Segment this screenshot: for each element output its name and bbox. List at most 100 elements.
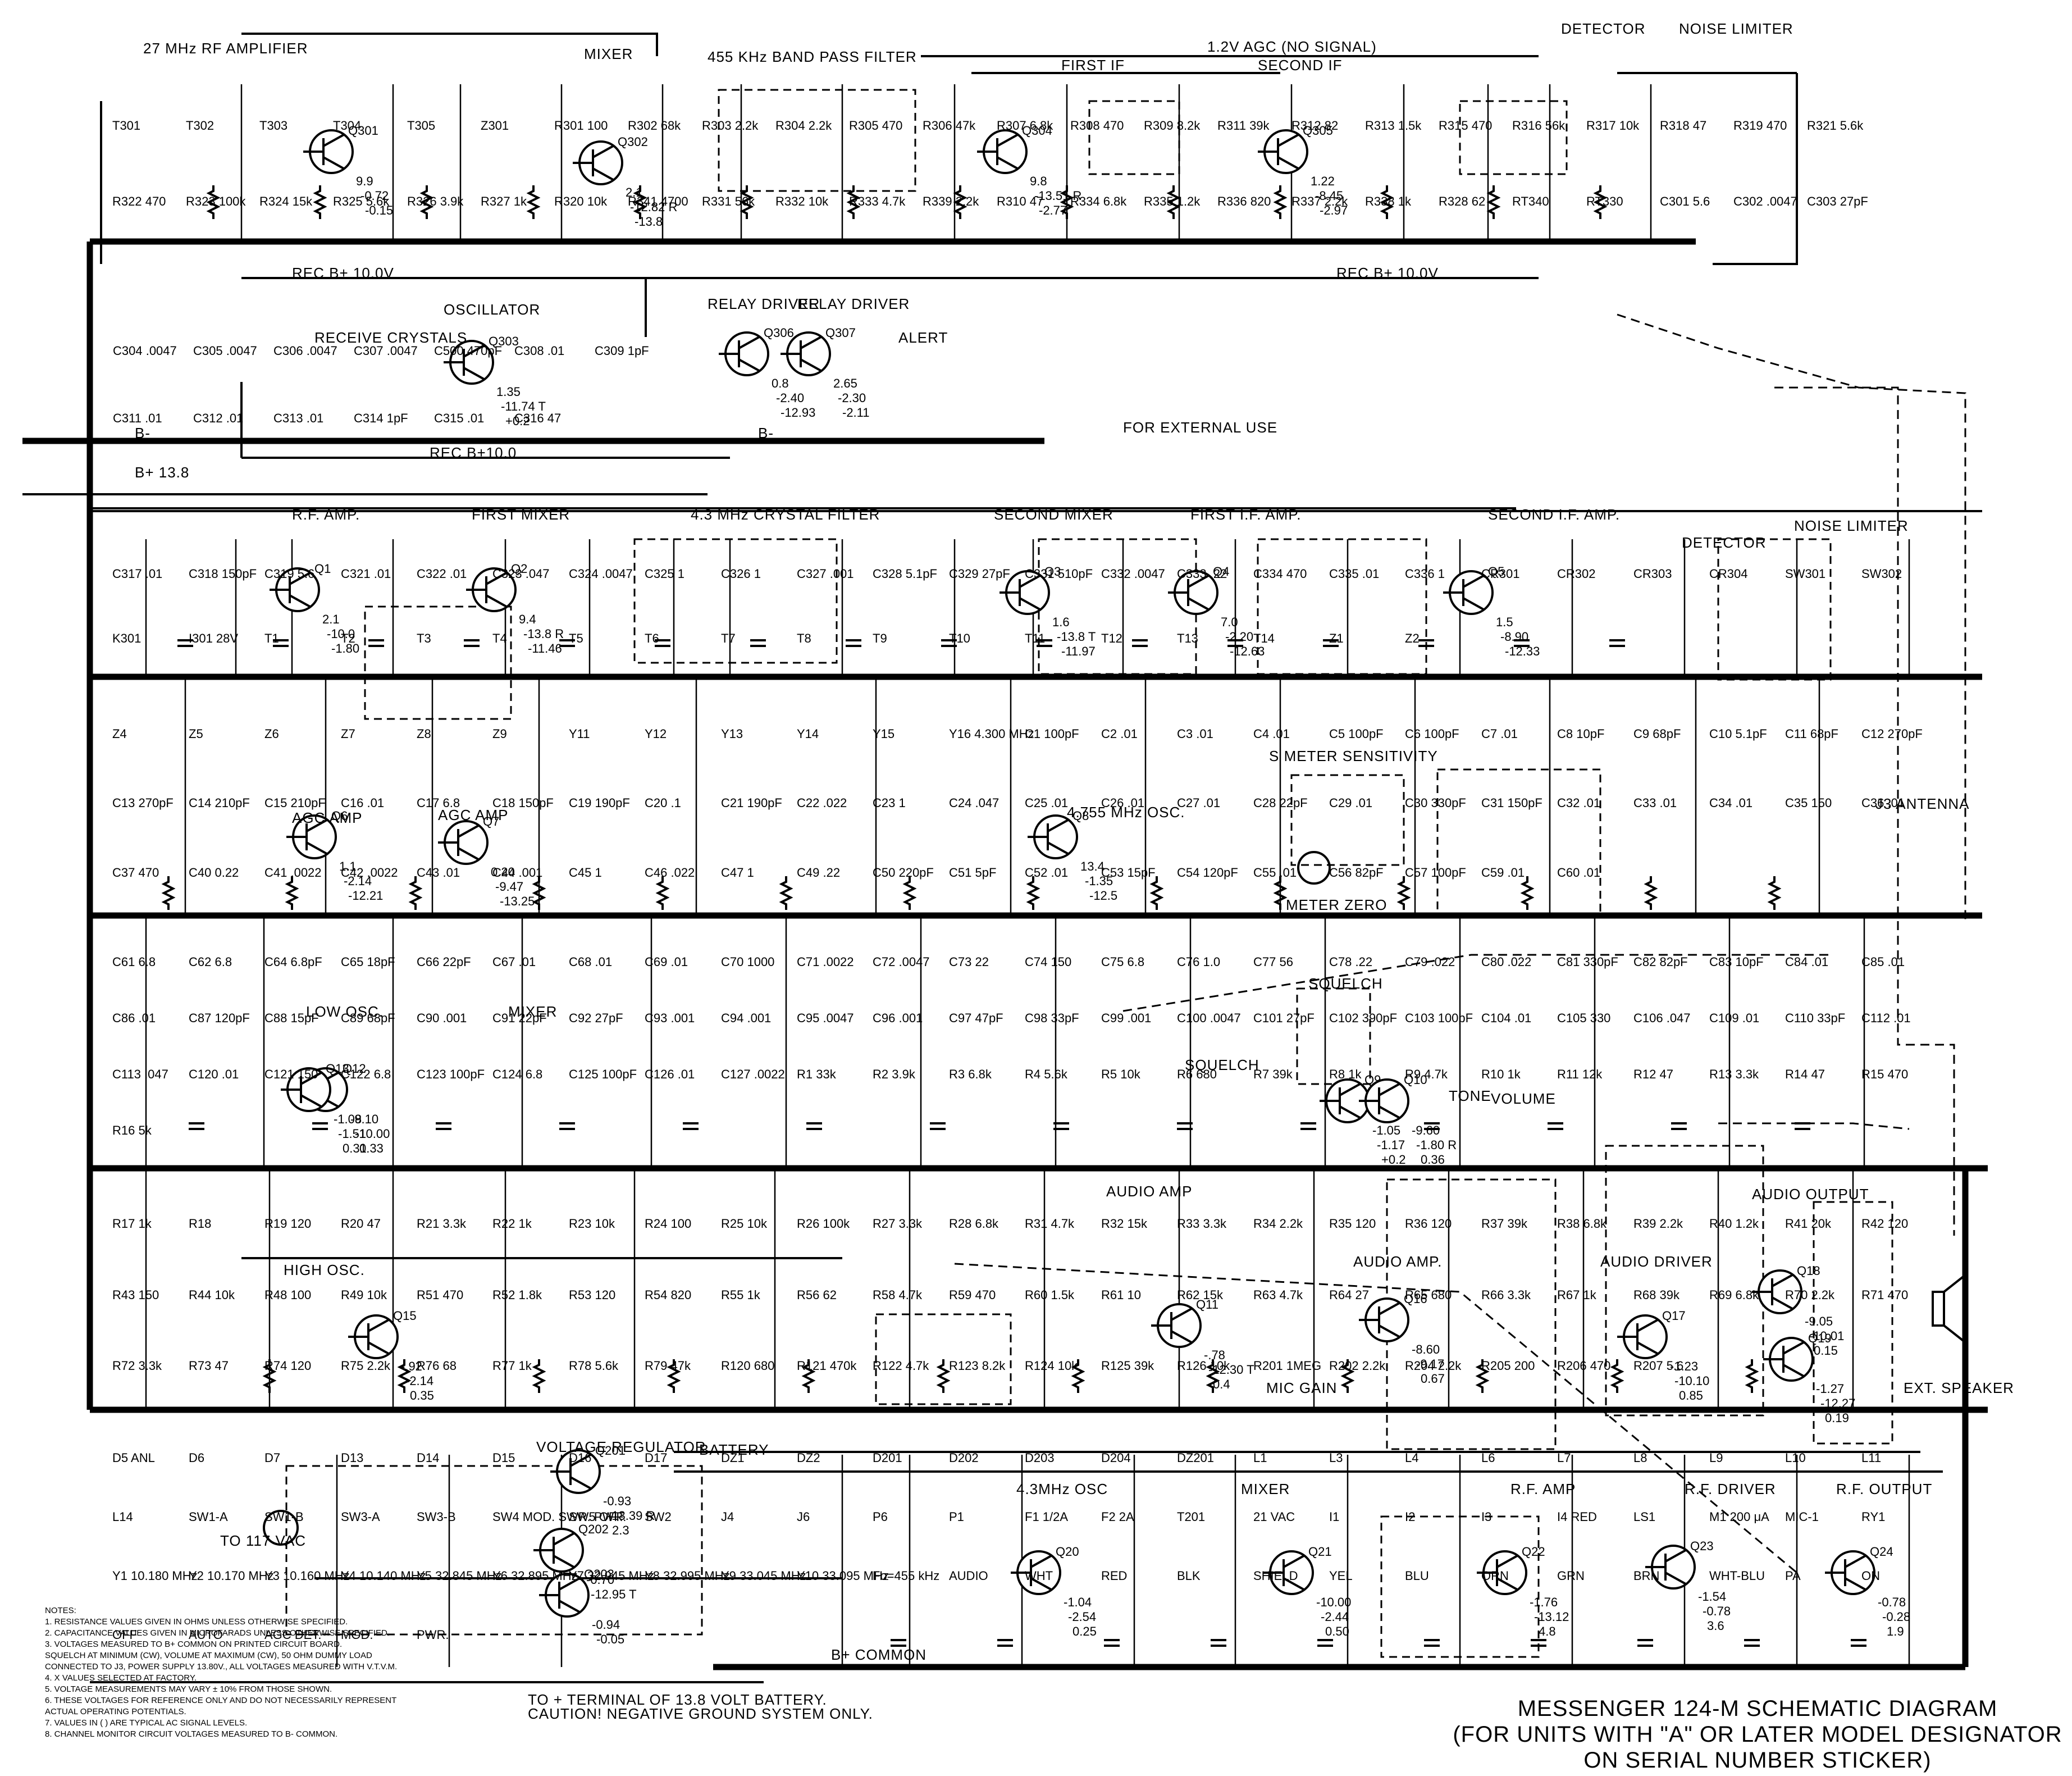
resistor-symbol [397, 1359, 412, 1393]
component-label: RT340 [1512, 194, 1549, 208]
transistor-collector [1030, 1555, 1052, 1568]
transistor-q305: Q305 [1258, 124, 1333, 174]
component-label: C27 .01 [1177, 796, 1220, 810]
component-label: L8 [1633, 1451, 1647, 1465]
component-label: C31 150pF [1481, 796, 1542, 810]
transistor-collector [1379, 1302, 1400, 1315]
wire [1713, 73, 1798, 265]
section-label: 455 KHz BAND PASS FILTER [708, 48, 917, 65]
transistor-label: Q16 [1404, 1292, 1427, 1306]
if-can-box [1459, 100, 1568, 175]
voltage-label: -13.12 [1534, 1610, 1569, 1624]
resistor-symbol [1520, 876, 1535, 910]
section-label: SECOND MIXER [994, 506, 1113, 523]
voltage-label: -12.21 [348, 889, 383, 903]
transistor-emitter [1772, 1296, 1793, 1310]
component-label: C308 .01 [514, 344, 564, 358]
section-label: RECEIVE CRYSTALS [314, 329, 467, 346]
component-label: C50 220pF [873, 866, 934, 880]
section-label: SECOND IF [1258, 57, 1343, 74]
noise-limiter-box [1717, 538, 1832, 681]
transistor-collector [300, 1072, 322, 1085]
component-label: R341 4700 [628, 194, 688, 208]
component-label: R338 1k [1365, 194, 1412, 208]
component-label: C87 120pF [189, 1011, 250, 1025]
component-label: R301 100 [554, 119, 608, 133]
component-label: R16 5k [112, 1123, 152, 1137]
if-can-box [1088, 100, 1180, 175]
section-label: RELAY DRIVER [708, 295, 820, 312]
resistor-symbol [846, 185, 861, 219]
component-label: C326 1 [721, 567, 761, 581]
component-label: T2 [341, 631, 355, 645]
section-label: DETECTOR [1682, 534, 1767, 551]
transistor-collector [1283, 1555, 1304, 1568]
component-label: L7 [1557, 1451, 1571, 1465]
transistor-collector [289, 572, 311, 585]
component-label: C124 6.8 [492, 1067, 542, 1081]
voltage-label: -12.93 [781, 406, 815, 420]
component-label: R3 6.8k [949, 1067, 992, 1081]
component-label: SW3-A [341, 1510, 380, 1524]
component-label: Y11 [569, 727, 590, 741]
component-label: C17 6.8 [417, 796, 460, 810]
voltage-label: -1.04 [1064, 1595, 1092, 1609]
component-label: R308 470 [1070, 119, 1124, 133]
component-label: R316 56k [1512, 119, 1566, 133]
component-label: C16 .01 [341, 796, 384, 810]
component-label: C9 68pF [1633, 727, 1681, 741]
voltage-label: 0.33 [359, 1141, 384, 1155]
transistor-label: Q306 [764, 326, 794, 340]
component-label: C45 1 [569, 866, 602, 880]
component-label: Z8 [417, 727, 431, 741]
component-label: R66 3.3k [1481, 1288, 1531, 1302]
component-label: C13 270pF [112, 796, 174, 810]
component-label: C102 390pF [1329, 1011, 1397, 1025]
transistor-collector [592, 145, 614, 158]
voltage-label: -0.70 [586, 1573, 614, 1587]
component-label: C19 190pF [569, 796, 630, 810]
component-label: C92 27pF [569, 1011, 623, 1025]
component-label: R76 68 [417, 1359, 457, 1373]
component-label: T305 [407, 119, 435, 133]
component-label: R325 5.6k [333, 194, 390, 208]
resistor-symbol [1610, 1359, 1624, 1393]
transistor-q24: Q24 [1825, 1545, 1893, 1595]
resistor-symbol [408, 876, 423, 910]
transistor-emitter [553, 1555, 574, 1568]
voltage-label: -13.8 R [523, 627, 564, 641]
component-label: T6 [645, 631, 659, 645]
resistor-symbol [1380, 185, 1394, 219]
component-label: R311 39k [1217, 119, 1270, 133]
component-label: C122 6.8 [341, 1067, 391, 1081]
transistor-q13: Q13 [281, 1062, 349, 1112]
component-label: R34 2.2k [1253, 1217, 1303, 1231]
transistor-label: Q17 [1662, 1309, 1686, 1323]
section-label: R.F. DRIVER [1685, 1481, 1776, 1497]
component-label: T301 [112, 119, 140, 133]
component-label: C75 6.8 [1101, 955, 1144, 969]
component-label: T201 [1177, 1510, 1205, 1524]
component-label: C313 .01 [273, 411, 323, 425]
regulator-box [285, 1465, 703, 1636]
output-transformer-box [1813, 1201, 1893, 1445]
transistor-q22: Q22 [1477, 1545, 1545, 1595]
voltage-label: -9.17 [1416, 1357, 1444, 1371]
section-label: VOLUME [1491, 1090, 1556, 1107]
sw4-box [1436, 768, 1601, 917]
section-label: HIGH OSC. [284, 1262, 365, 1278]
component-label: GRN [1557, 1569, 1585, 1583]
diagram-title: MESSENGER 124-M SCHEMATIC DIAGRAM [1518, 1696, 1998, 1721]
component-label: C98 33pF [1025, 1011, 1079, 1025]
component-label: R332 10k [775, 194, 829, 208]
voltage-label: 0.36 [1421, 1153, 1445, 1167]
note-line: 4. X VALUES SELECTED AT FACTORY. [45, 1673, 197, 1683]
component-label: C89 68pF [341, 1011, 395, 1025]
component-label: R41 20k [1785, 1217, 1832, 1231]
voltage-label: -12.33 [1505, 644, 1540, 658]
voltage-label: 13.4 [1080, 859, 1105, 873]
component-label: R38 6.8k [1557, 1217, 1607, 1231]
transistor-collector [1496, 1555, 1518, 1568]
section-label: AUDIO AMP. [1353, 1253, 1442, 1270]
transistor-label: Q12 [343, 1062, 366, 1076]
